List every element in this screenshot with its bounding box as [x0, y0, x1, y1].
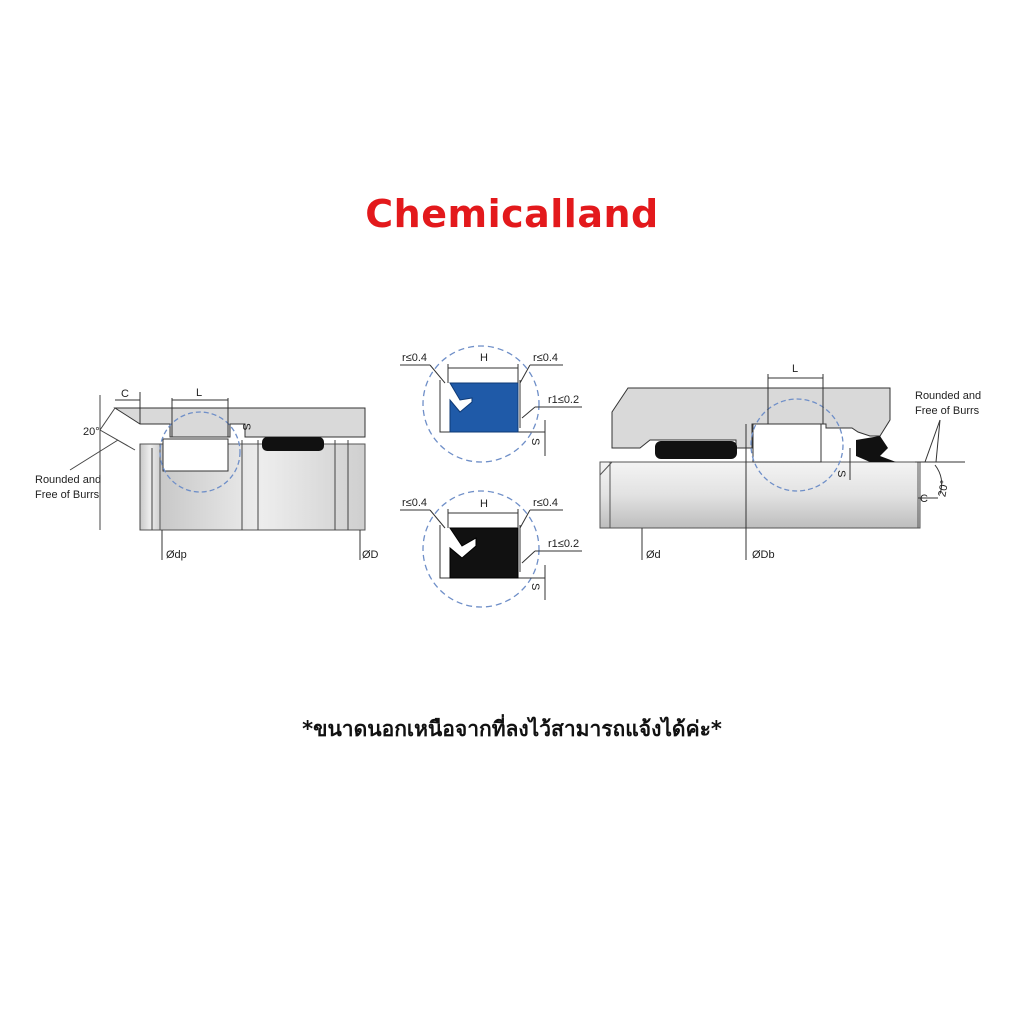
black-seal-profile: [449, 527, 519, 579]
label-c: C: [121, 388, 129, 400]
seal-detail-black: H r≤0.4 r≤0.4 r1≤0.2 S: [400, 490, 582, 608]
label-s: S: [835, 470, 847, 477]
label-r1: r1≤0.2: [548, 394, 579, 406]
label-s: S: [240, 423, 252, 430]
label-rounded-2: Free of Burrs: [35, 489, 100, 501]
label-h: H: [480, 498, 488, 510]
piston-body: [139, 443, 161, 531]
label-angle: 20°: [83, 426, 100, 438]
label-l: L: [196, 387, 202, 399]
label-c: C: [920, 493, 928, 505]
label-d: Ød: [646, 549, 661, 561]
label-rounded-1: Rounded and: [915, 390, 981, 402]
label-h: H: [480, 352, 488, 364]
label-r-right: r≤0.4: [533, 497, 558, 509]
label-rounded-1: Rounded and: [35, 474, 101, 486]
guide-ring: [262, 437, 324, 451]
label-r1: r1≤0.2: [548, 538, 579, 550]
rod-seal-diagram: L Rounded and Free of Burrs S C 20° Ød Ø…: [599, 363, 981, 561]
label-s: S: [529, 438, 541, 445]
label-s: S: [529, 583, 541, 590]
label-dp: Ødp: [166, 549, 187, 561]
note-text: *ขนาดนอกเหนือจากที่ลงไว้สามารถแจ้งได้ค่ะ…: [302, 717, 722, 741]
rod-wiper: [856, 436, 896, 462]
seal-detail-blue: H r≤0.4 r≤0.4 r1≤0.2 S: [400, 345, 582, 463]
label-angle: 20°: [936, 479, 951, 497]
label-r-left: r≤0.4: [402, 497, 427, 509]
label-db: ØDb: [752, 549, 775, 561]
label-r-right: r≤0.4: [533, 352, 558, 364]
label-r-left: r≤0.4: [402, 352, 427, 364]
piston-seal-diagram: L C S 20° Rounded and Free of Burrs Ødp …: [35, 387, 379, 561]
label-l: L: [792, 363, 798, 375]
label-rounded-2: Free of Burrs: [915, 405, 980, 417]
cylinder-housing: [113, 407, 366, 438]
label-D: ØD: [362, 549, 379, 561]
detail-circle: [159, 411, 241, 493]
blue-seal-profile: [449, 382, 519, 433]
rod-guide-ring: [655, 441, 737, 459]
brand-title: Chemicalland: [365, 192, 659, 236]
rod-housing: [611, 387, 891, 449]
seal-groove: [162, 438, 229, 472]
rod-seal-groove: [752, 423, 822, 463]
